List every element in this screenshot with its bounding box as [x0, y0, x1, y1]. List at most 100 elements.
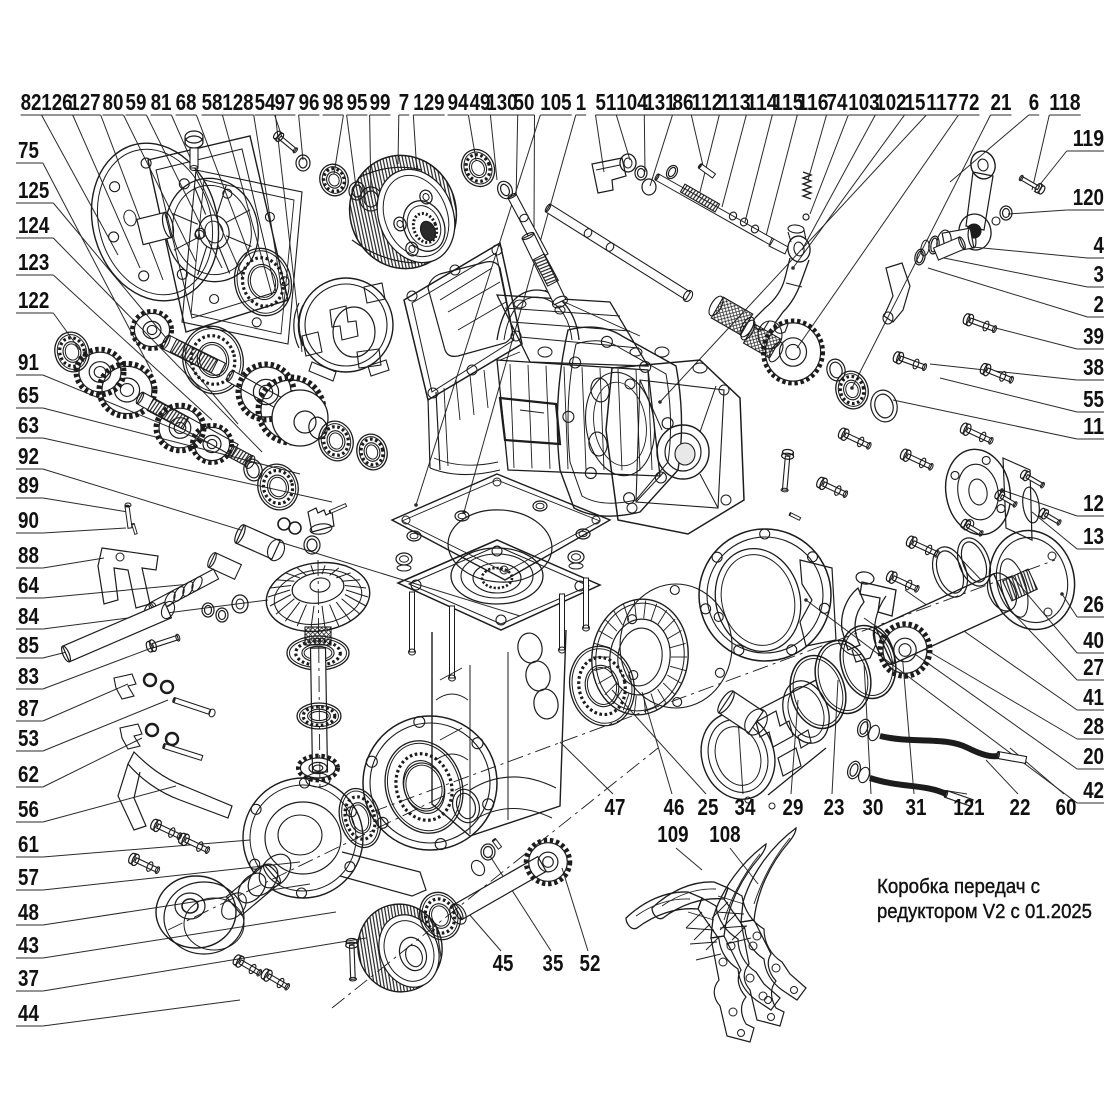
- svg-text:23: 23: [824, 794, 845, 820]
- svg-text:97: 97: [275, 89, 296, 115]
- svg-text:52: 52: [580, 950, 601, 976]
- svg-text:13: 13: [1083, 523, 1104, 549]
- svg-text:53: 53: [18, 725, 39, 751]
- svg-text:109: 109: [657, 821, 688, 847]
- svg-text:98: 98: [323, 89, 344, 115]
- svg-text:49: 49: [470, 89, 491, 115]
- svg-text:42: 42: [1083, 777, 1104, 803]
- svg-text:26: 26: [1083, 591, 1104, 617]
- svg-text:11: 11: [1083, 413, 1104, 439]
- svg-text:104: 104: [616, 89, 647, 115]
- svg-text:34: 34: [735, 794, 756, 820]
- svg-text:118: 118: [1049, 89, 1080, 115]
- svg-text:59: 59: [126, 89, 147, 115]
- svg-text:123: 123: [18, 249, 49, 275]
- svg-text:125: 125: [18, 177, 49, 203]
- svg-text:25: 25: [698, 794, 719, 820]
- svg-text:122: 122: [18, 287, 49, 313]
- svg-text:87: 87: [18, 695, 39, 721]
- svg-text:редуктором V2 с 01.2025: редуктором V2 с 01.2025: [877, 901, 1092, 923]
- svg-text:58: 58: [202, 89, 223, 115]
- svg-text:35: 35: [543, 950, 564, 976]
- svg-text:114: 114: [746, 89, 777, 115]
- svg-text:103: 103: [848, 89, 879, 115]
- svg-text:55: 55: [1083, 386, 1104, 412]
- svg-text:117: 117: [926, 89, 957, 115]
- svg-text:128: 128: [222, 89, 253, 115]
- svg-text:115: 115: [772, 89, 803, 115]
- svg-text:45: 45: [493, 950, 514, 976]
- svg-text:63: 63: [18, 412, 39, 438]
- svg-text:28: 28: [1083, 713, 1104, 739]
- svg-text:124: 124: [18, 212, 49, 238]
- svg-text:15: 15: [905, 89, 926, 115]
- svg-text:46: 46: [664, 794, 685, 820]
- svg-text:99: 99: [370, 89, 391, 115]
- svg-text:88: 88: [18, 542, 39, 568]
- svg-text:12: 12: [1083, 490, 1104, 516]
- svg-text:2: 2: [1094, 291, 1104, 317]
- svg-text:4: 4: [1094, 232, 1105, 258]
- svg-text:44: 44: [18, 1000, 39, 1026]
- svg-text:108: 108: [709, 821, 740, 847]
- svg-text:82: 82: [21, 89, 42, 115]
- svg-text:1: 1: [576, 89, 587, 115]
- svg-text:92: 92: [18, 443, 39, 469]
- svg-text:75: 75: [18, 137, 39, 163]
- svg-text:3: 3: [1094, 261, 1104, 287]
- svg-text:72: 72: [959, 89, 980, 115]
- svg-text:30: 30: [863, 794, 884, 820]
- svg-text:94: 94: [448, 89, 469, 115]
- svg-text:48: 48: [18, 899, 39, 925]
- svg-text:121: 121: [953, 794, 984, 820]
- svg-text:85: 85: [18, 632, 39, 658]
- svg-text:37: 37: [18, 965, 39, 991]
- svg-text:31: 31: [906, 794, 927, 820]
- svg-text:38: 38: [1083, 354, 1104, 380]
- svg-text:119: 119: [1073, 125, 1104, 151]
- svg-text:81: 81: [151, 89, 172, 115]
- svg-text:21: 21: [991, 89, 1012, 115]
- svg-text:20: 20: [1083, 743, 1104, 769]
- svg-text:91: 91: [18, 349, 39, 375]
- svg-text:89: 89: [18, 472, 39, 498]
- svg-text:68: 68: [176, 89, 197, 115]
- svg-text:60: 60: [1056, 794, 1077, 820]
- svg-text:61: 61: [18, 831, 39, 857]
- svg-text:113: 113: [719, 89, 750, 115]
- svg-text:120: 120: [1073, 184, 1104, 210]
- svg-text:50: 50: [514, 89, 535, 115]
- svg-text:96: 96: [299, 89, 320, 115]
- svg-text:40: 40: [1083, 627, 1104, 653]
- svg-text:116: 116: [797, 89, 828, 115]
- svg-text:47: 47: [605, 794, 626, 820]
- svg-text:90: 90: [18, 507, 39, 533]
- svg-text:62: 62: [18, 761, 39, 787]
- svg-text:86: 86: [673, 89, 694, 115]
- svg-text:54: 54: [255, 89, 276, 115]
- svg-text:112: 112: [691, 89, 722, 115]
- svg-text:41: 41: [1083, 684, 1104, 710]
- svg-text:64: 64: [18, 572, 39, 598]
- svg-text:105: 105: [540, 89, 571, 115]
- svg-text:127: 127: [69, 89, 100, 115]
- svg-text:65: 65: [18, 382, 39, 408]
- svg-text:129: 129: [413, 89, 444, 115]
- svg-text:39: 39: [1083, 323, 1104, 349]
- svg-text:84: 84: [18, 603, 39, 629]
- svg-text:131: 131: [644, 89, 675, 115]
- svg-text:29: 29: [783, 794, 804, 820]
- svg-text:43: 43: [18, 932, 39, 958]
- svg-text:80: 80: [103, 89, 124, 115]
- svg-text:83: 83: [18, 663, 39, 689]
- svg-text:Коробка передач с: Коробка передач с: [877, 876, 1040, 898]
- svg-text:102: 102: [875, 89, 906, 115]
- svg-text:51: 51: [596, 89, 617, 115]
- svg-text:6: 6: [1029, 89, 1039, 115]
- svg-text:74: 74: [827, 89, 848, 115]
- svg-text:130: 130: [486, 89, 517, 115]
- svg-text:56: 56: [18, 796, 39, 822]
- svg-text:22: 22: [1010, 794, 1031, 820]
- svg-text:57: 57: [18, 864, 39, 890]
- svg-text:7: 7: [399, 89, 409, 115]
